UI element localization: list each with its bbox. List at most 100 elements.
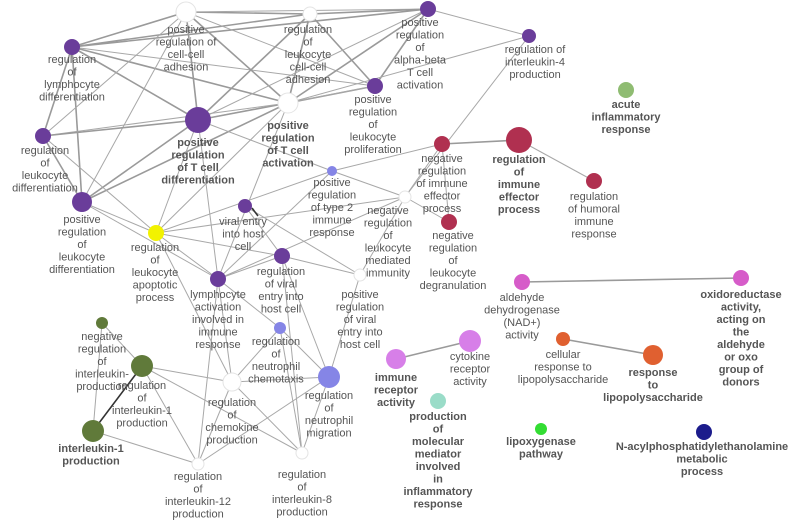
node-cellresp[interactable] xyxy=(556,332,570,346)
label-line: response xyxy=(195,339,240,351)
node-negil[interactable] xyxy=(96,317,108,329)
label-line: regulation xyxy=(429,243,477,255)
node-lps[interactable] xyxy=(643,345,663,365)
node-acute[interactable] xyxy=(618,82,634,98)
label-line: interleukin- xyxy=(75,369,129,381)
label-line: lipopolysaccharide xyxy=(603,392,703,404)
node-il1prod[interactable] xyxy=(82,420,104,442)
label-line: positive xyxy=(267,120,309,132)
label-line: production xyxy=(76,381,127,393)
label-line: positive xyxy=(354,94,391,106)
label-line: of xyxy=(40,158,50,170)
label-line: regulation xyxy=(308,190,356,202)
label-line: dehydrogenase xyxy=(484,305,560,317)
node-posleukdiff[interactable] xyxy=(72,192,92,212)
label-line: response xyxy=(602,124,651,136)
node-negdegran[interactable] xyxy=(441,214,457,230)
edge-leukcell-tcellact xyxy=(287,13,311,104)
node-oxido[interactable] xyxy=(733,270,749,286)
label-line: activation xyxy=(397,80,443,92)
label-line: metabolic xyxy=(676,454,727,466)
edge-lymphdiff-leukcell xyxy=(71,13,311,48)
edge-lymphdiff-posleukdiff xyxy=(71,46,83,203)
label-line: production xyxy=(276,507,327,519)
edge-regviral-posviral xyxy=(281,255,361,276)
label-line: regulation xyxy=(174,471,222,483)
label-line: the xyxy=(733,327,750,339)
label-line: regulation xyxy=(396,30,444,42)
node-il1[interactable] xyxy=(131,355,153,377)
edge-negimmune-negleukmed xyxy=(404,143,443,198)
label-line: alpha-beta xyxy=(394,55,447,67)
node-lymphact[interactable] xyxy=(210,271,226,287)
node-neutchemo[interactable] xyxy=(274,322,286,334)
node-posviral[interactable] xyxy=(353,268,367,282)
edge-tcelldiff-type2 xyxy=(197,119,333,172)
label-line: leukocyte xyxy=(59,252,105,264)
label-line: of xyxy=(415,42,425,54)
node-leukdiff[interactable] xyxy=(35,128,51,144)
node-aldehyde[interactable] xyxy=(514,274,530,290)
edge-cellcell-tcellact xyxy=(185,11,289,104)
node-regviral[interactable] xyxy=(274,248,290,264)
node-cellcell[interactable] xyxy=(175,1,197,23)
label-line: regulation xyxy=(131,242,179,254)
node-lipox[interactable] xyxy=(535,423,547,435)
edge-il1prod-il12 xyxy=(92,430,199,465)
node-il4[interactable] xyxy=(522,29,536,43)
node-apoptotic[interactable] xyxy=(148,225,164,241)
node-immuneeff[interactable] xyxy=(506,127,532,153)
label-line: production xyxy=(62,456,120,468)
edge-alphabeta-il4 xyxy=(427,8,530,37)
edge-type2-lymphact xyxy=(217,170,333,280)
label-line: regulation xyxy=(58,227,106,239)
node-molmed[interactable] xyxy=(430,393,446,409)
node-immrecep[interactable] xyxy=(386,349,406,369)
label-line: involved xyxy=(416,461,461,473)
label-line: immune xyxy=(312,215,351,227)
node-neutmig[interactable] xyxy=(318,366,340,388)
label-line: differentiation xyxy=(12,183,78,195)
label-line: negative xyxy=(367,205,409,217)
edge-cellresp-lps xyxy=(562,338,654,356)
node-negimmune[interactable] xyxy=(434,136,450,152)
label-line: apoptotic xyxy=(133,280,178,292)
label-line: response xyxy=(414,499,463,511)
node-cytokine[interactable] xyxy=(459,330,481,352)
label-line: regulation xyxy=(171,150,224,162)
label-line: chemokine xyxy=(205,422,258,434)
node-alphabeta[interactable] xyxy=(420,1,436,17)
label-line: inflammatory xyxy=(403,486,473,498)
label-line: mediated xyxy=(365,255,410,267)
node-lymphdiff[interactable] xyxy=(64,39,80,55)
node-viralhost[interactable] xyxy=(238,199,252,213)
edge-posleukdiff-lymphact xyxy=(81,201,219,280)
node-humoral[interactable] xyxy=(586,173,602,189)
node-chemokine[interactable] xyxy=(222,372,242,392)
node-negleukmed[interactable] xyxy=(398,190,412,204)
node-nacyl[interactable] xyxy=(696,424,712,440)
label-line: chemotaxis xyxy=(248,374,304,386)
edge-lymphdiff-leukdiff xyxy=(42,46,73,137)
node-tcellact[interactable] xyxy=(277,92,299,114)
label-line: production xyxy=(172,509,223,521)
node-leukprolif[interactable] xyxy=(367,78,383,94)
node-il8[interactable] xyxy=(295,446,309,460)
node-tcelldiff[interactable] xyxy=(185,107,211,133)
node-type2[interactable] xyxy=(327,166,337,176)
label-line: in xyxy=(433,474,443,486)
label-line: activity, xyxy=(721,302,761,314)
node-leukcell[interactable] xyxy=(302,6,318,22)
node-il12[interactable] xyxy=(191,457,205,471)
label-line: of xyxy=(448,255,458,267)
